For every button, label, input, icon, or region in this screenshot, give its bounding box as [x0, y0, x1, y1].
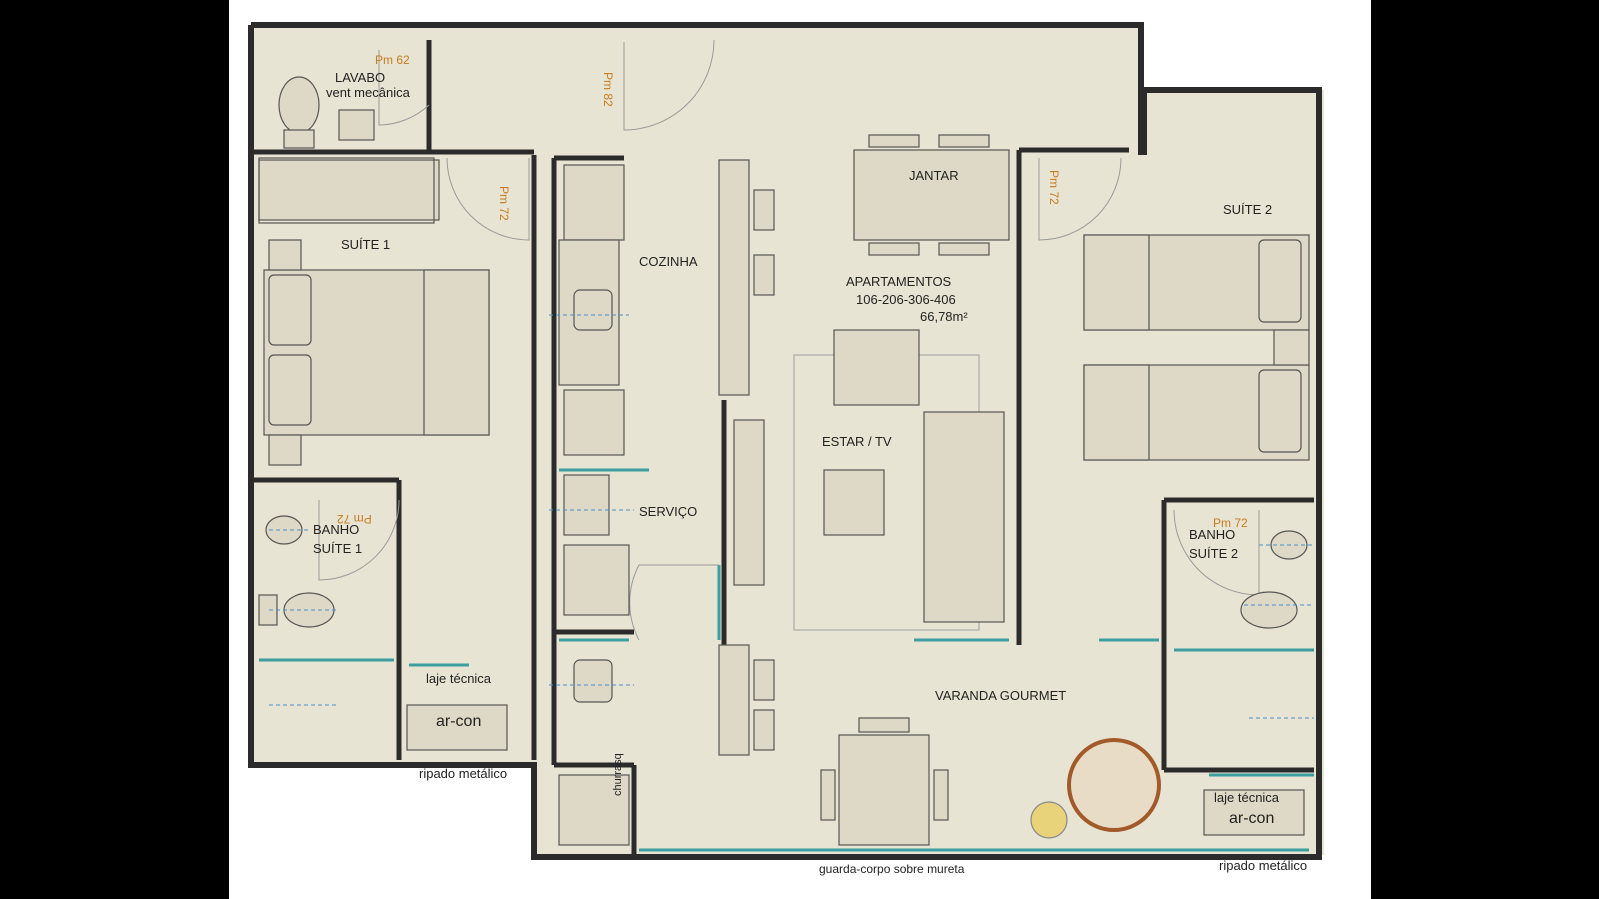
plumbing-lines	[269, 314, 1314, 719]
door-suite1-label: Pm 72	[497, 186, 511, 221]
banho-suite1-label-line1: BANHO	[313, 522, 360, 537]
floor-plan-drawing	[248, 22, 1324, 860]
lavabo-label: LAVABO	[335, 70, 386, 85]
ripado-left-label: ripado metálico	[419, 766, 508, 781]
servico-label: SERVIÇO	[639, 504, 698, 519]
door-entry-label: Pm 82	[601, 72, 615, 107]
suite1-label: SUÍTE 1	[341, 237, 391, 252]
door-lavabo-label: Pm 62	[375, 53, 410, 67]
guarda-corpo-label: guarda-corpo sobre mureta	[819, 862, 965, 876]
arcon-left-label: ar-con	[436, 713, 482, 730]
banho-suite2-label-line1: BANHO	[1189, 527, 1236, 542]
ripado-right-label: ripado metálico	[1219, 858, 1308, 873]
door-banho2-label: Pm 72	[1213, 516, 1248, 530]
suite2-label: SUÍTE 2	[1223, 202, 1273, 217]
glazing	[259, 468, 1314, 852]
floor-plan-sheet: LAVABO vent mecânica SUÍTE 1 BANHO SUÍTE…	[229, 0, 1371, 899]
laje-tecnica-right-label: laje técnica	[1214, 790, 1280, 805]
apartamentos-area: 66,78m²	[920, 309, 968, 324]
varanda-gourmet-label: VARANDA GOURMET	[935, 688, 1067, 703]
cozinha-label: COZINHA	[639, 254, 698, 269]
interior-walls	[251, 40, 1314, 857]
door-suite2-label: Pm 72	[1047, 170, 1061, 205]
estar-tv-label: ESTAR / TV	[822, 434, 892, 449]
banho-suite2-label-line2: SUÍTE 2	[1189, 546, 1239, 561]
apartamentos-units: 106-206-306-406	[856, 292, 956, 307]
jantar-label: JANTAR	[909, 168, 959, 183]
furniture	[258, 76, 1310, 846]
lavabo-note-label: vent mecânica	[326, 85, 410, 100]
exterior-walls	[248, 22, 1322, 860]
churrasqueira-label: churrasq	[612, 753, 624, 796]
apartamentos-title: APARTAMENTOS	[846, 274, 952, 289]
banho-suite1-label-line2: SUÍTE 1	[313, 541, 363, 556]
laje-tecnica-left-label: laje técnica	[426, 671, 492, 686]
door-banho1-label: Pm 72	[337, 512, 372, 526]
door-swings	[318, 39, 1260, 641]
arcon-right-label: ar-con	[1229, 810, 1275, 827]
